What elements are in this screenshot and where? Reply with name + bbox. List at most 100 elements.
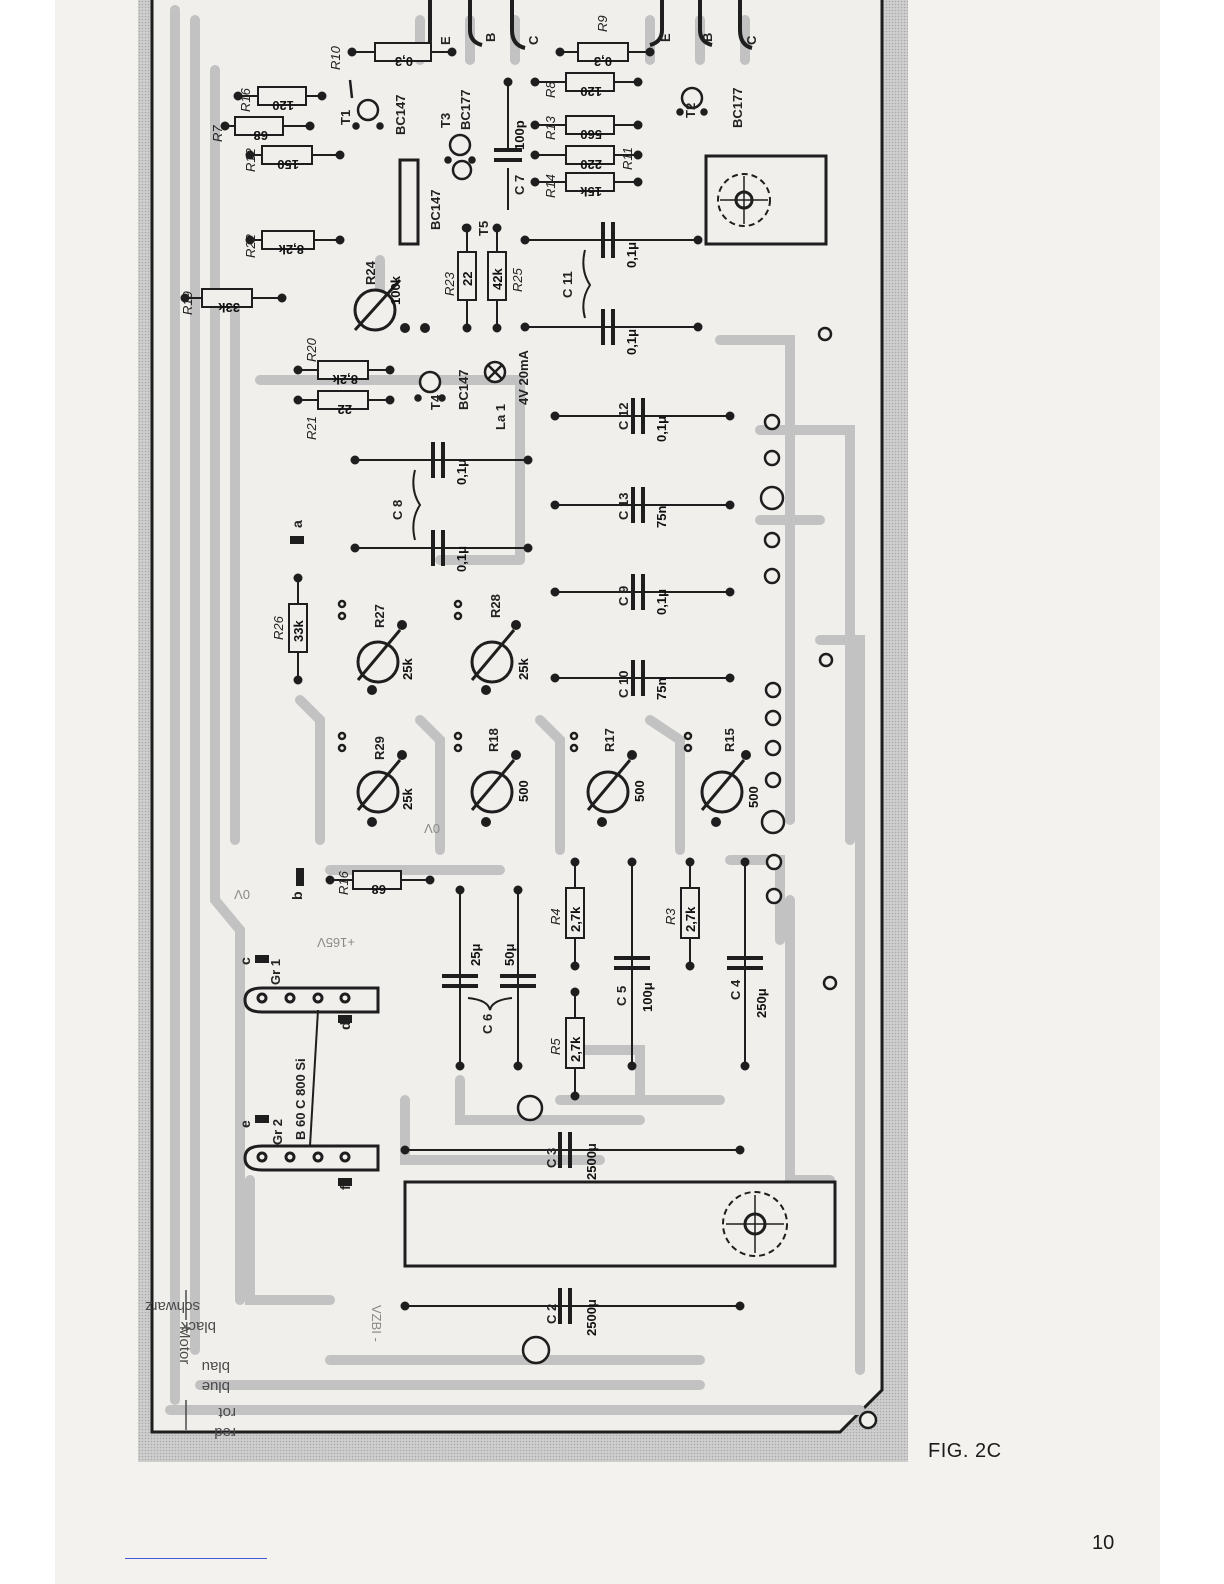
resistor-value: 150	[277, 157, 299, 172]
transistor-ref: T5	[476, 221, 491, 236]
trimmer-r15	[700, 750, 751, 827]
resistor-value: 22	[338, 402, 352, 417]
motor-wire-color: blue	[202, 1378, 230, 1395]
resistor-ref: R8	[543, 81, 558, 98]
resistor-r21	[293, 390, 395, 410]
resistor-value: 120	[272, 98, 294, 113]
lamp-ref: La 1	[493, 404, 508, 430]
resistor-ref: R5	[548, 1038, 563, 1055]
resistor-value: 22	[460, 272, 475, 286]
capacitor-ref: C 9	[616, 586, 631, 606]
transistor-labels: BC147 T1 BC177 T2 BC177 T3 T4 BC147 BC14…	[338, 88, 745, 430]
resistor-value: 8,2k	[332, 372, 358, 387]
motor-wire-color: blau	[202, 1358, 230, 1375]
motor-wire-color: red	[214, 1424, 236, 1441]
heatsinks	[398, 154, 837, 1268]
figure-caption: FIG. 2C	[928, 1440, 1002, 1462]
capacitor-c3	[400, 1132, 745, 1168]
resistor-value: 560	[580, 127, 602, 142]
trimmer-labels: R24 100k R27 25k R28 25k R29 25k R18 500…	[363, 260, 761, 810]
resistor-value: 8,2k	[278, 242, 304, 257]
resistor-ref: R20	[304, 337, 319, 362]
capacitor-c7	[494, 77, 522, 210]
capacitor-ref: C 11	[560, 271, 575, 298]
wire-letter: C	[744, 35, 759, 45]
wire-letter: E	[438, 36, 453, 45]
resistor-r16-top	[233, 86, 327, 106]
resistor-ref: R14	[543, 174, 558, 198]
rectifier-gr2	[243, 1144, 380, 1172]
resistor-r10	[347, 42, 457, 62]
transistor-type: BC147	[393, 95, 408, 135]
rectifier-type: B 60 C 800 Si	[293, 1058, 308, 1140]
trimmer-r29	[356, 750, 407, 827]
resistor-r22	[245, 230, 345, 250]
capacitor-value: 2500μ	[584, 1143, 599, 1180]
transistor-type: BC147	[428, 190, 443, 230]
resistor-ref: R11	[620, 147, 635, 170]
transistors	[348, 79, 708, 402]
capacitor-c10	[550, 660, 735, 696]
transistor-ref: T2	[683, 103, 698, 118]
resistor-ref: R26	[271, 615, 286, 640]
resistors	[180, 42, 700, 1101]
heatsink-bottom	[403, 1180, 837, 1268]
trimmer-ref: R27	[372, 604, 387, 628]
pad-letter: b	[289, 891, 305, 900]
resistor-ref: R22	[243, 233, 258, 258]
motor-wire-color: schwarz	[145, 1298, 200, 1315]
resistor-value: 0,3	[594, 54, 612, 69]
resistor-ref: R12	[243, 147, 258, 172]
trimmer-ref: R24	[363, 260, 378, 285]
capacitor-value: 75n	[654, 506, 669, 528]
trimmer-value: 500	[632, 780, 647, 802]
resistor-r14	[530, 172, 643, 192]
resistor-r25	[487, 223, 507, 333]
side-mark: VZBI -	[369, 1305, 384, 1342]
resistor-ref: R7	[210, 125, 225, 142]
footer-rule	[125, 1558, 267, 1559]
resistor-ref: R16	[238, 87, 253, 112]
resistor-values: 0,3 0,3 120 68 150 120 560 220 15k 8,2k …	[218, 54, 698, 1062]
capacitor-ref: C 13	[616, 493, 631, 520]
resistor-ref: R3	[663, 908, 678, 925]
motor-title: Motor	[176, 1326, 193, 1364]
resistor-r26	[288, 573, 308, 685]
output-wire-letters: E B C E B C	[438, 33, 759, 45]
resistor-r16-lower	[325, 870, 435, 890]
resistor-value: 15k	[580, 184, 602, 199]
resistor-r11	[530, 145, 643, 165]
motor-wire-color: rot	[218, 1404, 236, 1421]
transistor-t1	[348, 79, 384, 130]
trimmer-r24	[353, 278, 430, 333]
capacitor-value: 0,1μ	[454, 459, 469, 485]
heatsink-top	[704, 154, 828, 246]
transistor-ref: T4	[428, 394, 443, 410]
lamp-la1	[483, 360, 507, 384]
resistor-r8	[530, 72, 643, 92]
resistor-refs: R10 R9 R16 R7 R12 R8 R13 R11 R14 R22 R19…	[180, 15, 678, 1055]
motor-wire-legend: Motor schwarz black blau blue rot red	[145, 1290, 236, 1441]
pad-letter: a	[289, 520, 305, 528]
resistor-r20	[293, 360, 395, 380]
transistor-t5	[451, 159, 473, 233]
capacitor-labels: 100p C 7 0,1μ 0,1μ C 11 0,1μ C 12 75n C …	[390, 120, 769, 1336]
capacitor-ref: C 8	[390, 500, 405, 520]
capacitor-value: 25μ	[468, 944, 483, 966]
trimmer-value: 100k	[388, 275, 403, 305]
trimmer-r27	[356, 620, 407, 695]
resistor-value: 68	[372, 882, 386, 897]
transistor-t3	[444, 133, 476, 164]
wire-letter: B	[483, 33, 498, 42]
capacitor-ref: C 4	[728, 979, 743, 1000]
resistor-value: 42k	[490, 268, 505, 290]
resistor-ref: R21	[304, 416, 319, 440]
rectifier-gr1	[243, 986, 380, 1014]
capacitor-ref: C 12	[616, 403, 631, 430]
resistor-r19	[180, 288, 287, 308]
pad-letter: e	[237, 1120, 253, 1128]
rectifiers	[243, 986, 380, 1172]
trimmers	[353, 278, 751, 827]
resistor-r13	[530, 115, 643, 135]
